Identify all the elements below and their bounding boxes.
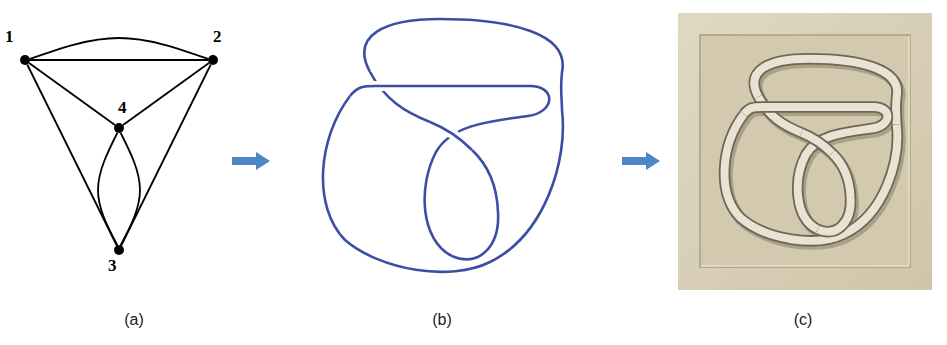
graph-edge (98, 133, 117, 246)
stone-carving (678, 13, 932, 290)
graph-vertex: 1 (20, 55, 30, 65)
graph-edge (121, 133, 140, 246)
graph-edge (121, 64, 211, 245)
vertex-label: 4 (118, 99, 127, 116)
vertex-label: 3 (108, 257, 117, 274)
transition-arrow (232, 152, 270, 170)
panel-label: (c) (794, 312, 813, 328)
panel-label: (a) (124, 312, 144, 328)
vertex-label: 1 (5, 28, 14, 45)
graph-vertex: 4 (114, 123, 124, 133)
graph-edge (30, 38, 208, 59)
graph-edge (27, 64, 117, 245)
knot-diagram (323, 19, 563, 272)
vertex-label: 2 (213, 28, 222, 45)
graph-vertex: 3 (114, 245, 124, 255)
graph-vertex: 2 (208, 55, 218, 65)
panel-label: (b) (432, 312, 452, 328)
transition-arrow (622, 152, 660, 170)
graph-edge (30, 59, 208, 61)
